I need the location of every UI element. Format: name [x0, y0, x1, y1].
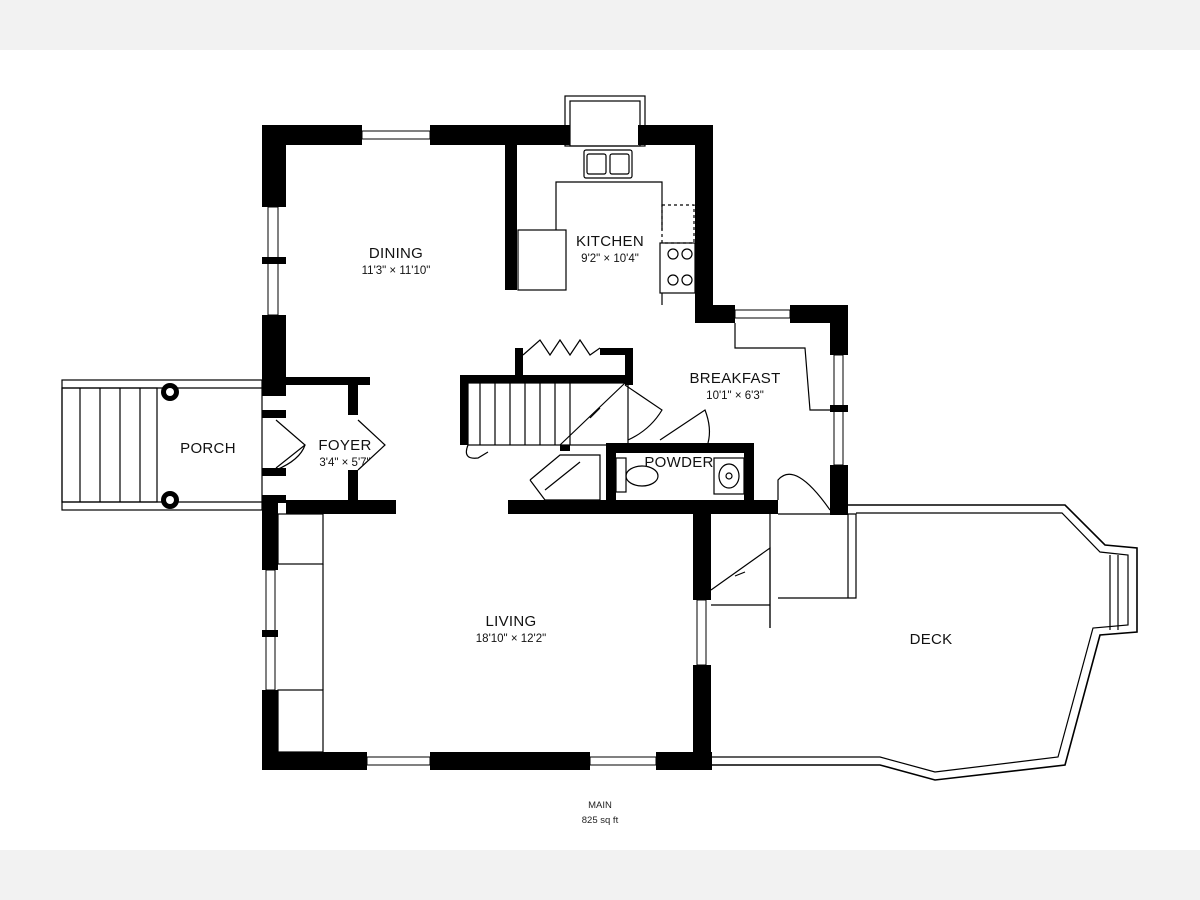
- foyer-label: FOYER: [318, 437, 371, 454]
- closet-bifold-doors: [522, 338, 601, 357]
- kitchen-window-bay: [564, 95, 646, 147]
- breakfast-label: BREAKFAST: [689, 370, 780, 387]
- living-label: LIVING: [486, 613, 537, 630]
- foyer-doors: [275, 419, 386, 471]
- dining-label: DINING: [369, 245, 423, 262]
- floor-plan-sheet: [0, 50, 1200, 850]
- living-dimensions: 18'10" × 12'2": [476, 633, 546, 645]
- dining-dimensions: 11'3" × 11'10": [362, 265, 431, 277]
- kitchen-label: KITCHEN: [576, 233, 644, 250]
- basement-stairs: [710, 514, 771, 628]
- staircase: [465, 382, 711, 501]
- deck: [711, 504, 1138, 781]
- foyer-dimensions: 3'4" × 5'7": [319, 457, 370, 469]
- breakfast-counter: [734, 323, 830, 411]
- breakfast-dimensions: 10'1" × 6'3": [706, 390, 764, 402]
- porch: [61, 379, 263, 511]
- powder-label: POWDER: [644, 454, 713, 471]
- porch-label: PORCH: [180, 440, 236, 457]
- floor-area: 825 sq ft: [582, 815, 619, 826]
- deck-label: DECK: [910, 631, 953, 648]
- back-door: [777, 473, 831, 511]
- floor-name: MAIN: [588, 800, 612, 811]
- powder-room-fixtures: [615, 457, 745, 495]
- kitchen-fixtures: [517, 149, 696, 305]
- living-built-ins: [277, 513, 324, 753]
- kitchen-dimensions: 9'2" × 10'4": [581, 253, 639, 265]
- exterior-walls: [262, 125, 848, 770]
- room-labels: DINING 11'3" × 11'10" KITCHEN 9'2" × 10'…: [180, 233, 952, 826]
